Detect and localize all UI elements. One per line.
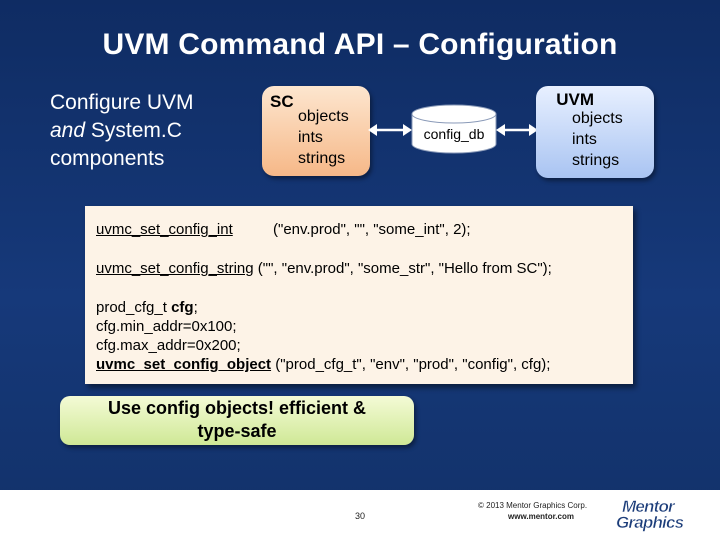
sc-item-objects: objects bbox=[298, 108, 349, 125]
uvm-item-strings: strings bbox=[572, 152, 620, 169]
database-icon bbox=[411, 104, 497, 154]
code-cfg-var: cfg bbox=[171, 299, 194, 316]
intro-text: Configure UVM and System.C components bbox=[50, 89, 194, 173]
footer-url: www.mentor.com bbox=[508, 512, 574, 521]
code-fn-set-config-string: uvmc_set_config_string bbox=[96, 260, 254, 277]
sc-box: SC objects ints strings bbox=[262, 86, 370, 176]
code-card: uvmc_set_config_int ("env.prod", "", "so… bbox=[85, 206, 633, 384]
copyright-text: © 2013 Mentor Graphics Corp. bbox=[478, 501, 588, 510]
callout-tip: Use config objects! efficient & type-saf… bbox=[60, 396, 414, 445]
logo-line-2: Graphics bbox=[616, 513, 684, 532]
sc-item-ints: ints bbox=[298, 129, 323, 146]
sc-box-label: SC bbox=[270, 92, 294, 111]
uvm-item-objects: objects bbox=[572, 110, 623, 127]
uvm-box: UVM objects ints strings bbox=[536, 86, 654, 178]
uvm-item-ints: ints bbox=[572, 131, 597, 148]
config-db-cylinder: config_db bbox=[410, 104, 498, 154]
code-cfg-type: prod_cfg_t bbox=[96, 299, 172, 316]
code-line-cfg-decl: prod_cfg_t cfg; bbox=[96, 299, 198, 316]
intro-line-2: and System.C bbox=[50, 117, 194, 145]
uvm-box-list: objects ints strings bbox=[572, 108, 623, 171]
config-db-label: config_db bbox=[423, 126, 485, 142]
footer: 30 © 2013 Mentor Graphics Corp. www.ment… bbox=[0, 490, 720, 540]
slide-title: UVM Command API – Configuration bbox=[102, 28, 618, 61]
logo-line-1: Mentor bbox=[622, 497, 676, 516]
code-line-set-config-int: uvmc_set_config_int bbox=[96, 221, 233, 238]
left-double-arrow-icon bbox=[368, 124, 412, 136]
uvm-box-label: UVM bbox=[556, 90, 594, 109]
mentor-graphics-logo-icon: Mentor Graphics bbox=[616, 497, 685, 532]
page-number: 30 bbox=[354, 511, 365, 521]
code-line-min-addr: cfg.min_addr=0x100; bbox=[96, 318, 237, 335]
code-args-set-config-string: ("", "env.prod", "some_str", "Hello from… bbox=[253, 260, 552, 277]
sc-item-strings: strings bbox=[298, 150, 346, 167]
code-line-max-addr: cfg.max_addr=0x200; bbox=[96, 337, 241, 354]
code-line-set-config-object: uvmc_set_config_object ("prod_cfg_t", "e… bbox=[96, 356, 550, 373]
right-double-arrow-icon bbox=[496, 124, 538, 136]
code-cfg-semicolon: ; bbox=[193, 299, 198, 316]
code-fn-set-config-object: uvmc_set_config_object bbox=[96, 356, 272, 373]
code-args-set-config-int: ("env.prod", "", "some_int", 2); bbox=[273, 221, 471, 238]
intro-italic-word: and bbox=[50, 119, 86, 142]
code-fn-set-config-int: uvmc_set_config_int bbox=[96, 221, 233, 238]
sc-box-list: objects ints strings bbox=[298, 106, 349, 169]
code-args-set-config-object: ("prod_cfg_t", "env", "prod", "config", … bbox=[271, 356, 551, 373]
intro-line-1: Configure UVM bbox=[50, 91, 194, 114]
callout-line-1: Use config objects! efficient & bbox=[107, 398, 367, 418]
intro-line-2-rest: System.C bbox=[85, 119, 182, 142]
callout-line-2: type-safe bbox=[197, 421, 277, 441]
intro-line-3: components bbox=[50, 147, 165, 170]
code-line-set-config-string: uvmc_set_config_string ("", "env.prod", … bbox=[96, 260, 552, 277]
